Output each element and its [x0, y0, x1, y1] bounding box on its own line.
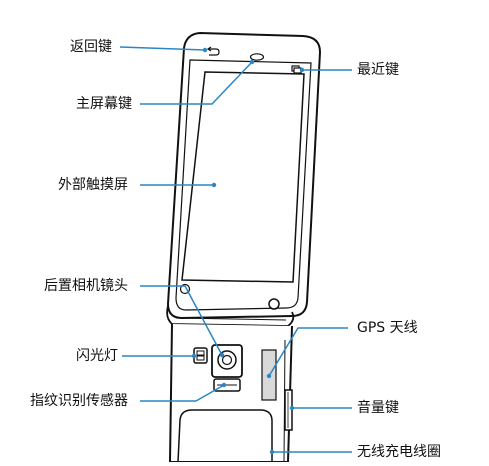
- label-fingerprint-sensor: 指纹识别传感器: [30, 393, 128, 409]
- label-gps-antenna: GPS 天线: [357, 320, 418, 336]
- callout-lines: [119, 46, 352, 453]
- front-sensor-icon: [179, 283, 191, 295]
- callout-dots: [191, 47, 305, 455]
- volume-key: [284, 389, 293, 431]
- label-back-key: 返回键: [70, 39, 112, 55]
- label-flash: 闪光灯: [76, 348, 118, 364]
- callout-back-key: [119, 46, 206, 51]
- front-camera-icon: [268, 298, 280, 310]
- home-key-glyph: [249, 53, 265, 61]
- label-wireless-charging-coil: 无线充电线圈: [357, 444, 441, 460]
- flip-top-panel: [166, 31, 322, 320]
- label-outer-touchscreen: 外部触摸屏: [58, 177, 128, 193]
- callout-home-key: [140, 61, 253, 105]
- outer-touchscreen: [181, 71, 305, 283]
- callout-rear-camera: [140, 285, 223, 356]
- label-home-key: 主屏幕键: [76, 96, 132, 112]
- label-volume-key: 音量键: [357, 400, 399, 416]
- label-rear-camera: 后置相机镜头: [44, 278, 128, 294]
- wireless-charging-coil: [177, 409, 273, 463]
- back-key-glyph: [206, 46, 220, 56]
- callout-gps-antenna: [268, 327, 348, 377]
- lower-body: [168, 323, 293, 463]
- label-recent-key: 最近键: [357, 62, 399, 78]
- callout-fingerprint: [140, 384, 225, 402]
